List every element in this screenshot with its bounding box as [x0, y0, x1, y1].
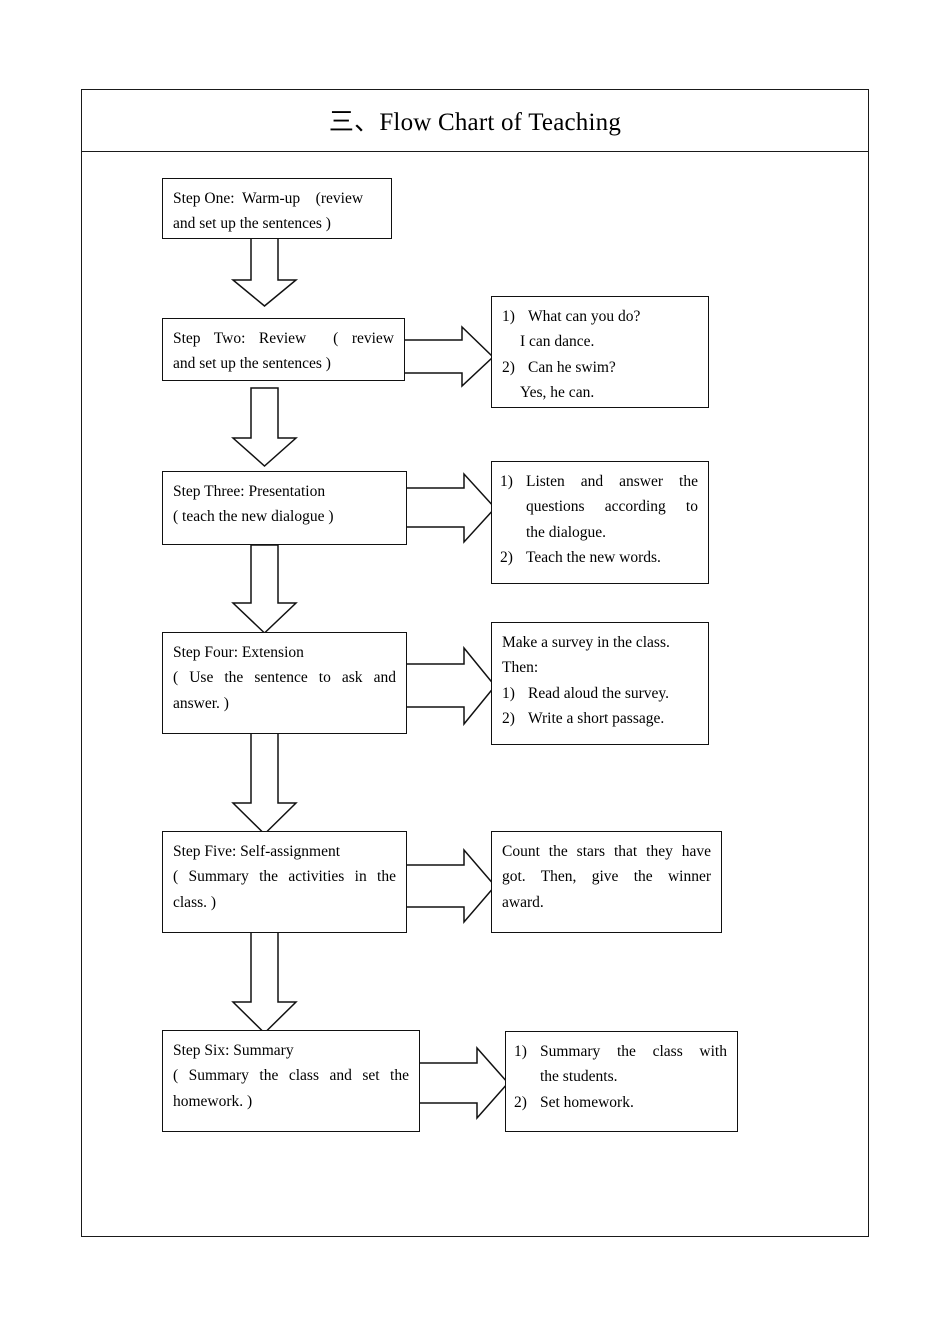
detail-line: Then:: [502, 659, 539, 677]
flow-box-line: ( Use the sentence to ask and: [173, 669, 396, 687]
list-item-text: the students.: [540, 1068, 618, 1086]
arrow-down-step-four-to-step-five: [231, 732, 298, 836]
list-item-number: 2): [500, 548, 513, 566]
list-item: 1) What can you do?: [502, 304, 698, 329]
list-item-continuation: questions according to: [500, 494, 698, 519]
detail-box-step-four[interactable]: Make a survey in the class. Then: 1) Rea…: [491, 622, 709, 745]
list-item: 2) Write a short passage.: [502, 706, 698, 731]
list-item-text: questions according to: [526, 498, 698, 516]
title-band: 三、Flow Chart of Teaching: [81, 89, 869, 152]
flow-box-line: ( Summary the class and set the: [173, 1067, 409, 1085]
arrow-down-step-three-to-step-four: [231, 544, 298, 635]
list-item-text: What can you do?: [528, 308, 641, 325]
detail-box-step-six[interactable]: 1) Summary the class with the students. …: [505, 1031, 738, 1132]
arrow-right-step-four-to-detail: [405, 645, 496, 727]
list-item-number: 2): [502, 358, 515, 376]
flow-box-step-two[interactable]: Step Two: Review ( review and set up the…: [162, 318, 405, 381]
arrow-right-step-two-to-detail: [403, 325, 495, 388]
list-item-continuation: I can dance.: [520, 333, 595, 351]
list-item-text: Write a short passage.: [528, 709, 665, 727]
flow-box-step-five[interactable]: Step Five: Self-assignment ( Summary the…: [162, 831, 407, 933]
flow-box-line: answer. ): [173, 694, 229, 712]
flow-box-step-three[interactable]: Step Three: Presentation ( teach the new…: [162, 471, 407, 545]
detail-line: Count the stars that they have: [502, 843, 711, 860]
detail-line: Make a survey in the class.: [502, 634, 670, 651]
flow-box-line: and set up the sentences ): [173, 215, 331, 233]
flow-box-step-four[interactable]: Step Four: Extension ( Use the sentence …: [162, 632, 407, 734]
list-item: 1) Read aloud the survey.: [502, 681, 698, 706]
list-item-continuation: Yes, he can.: [520, 383, 595, 401]
list-item-number: 2): [502, 709, 515, 727]
flow-box-line: Step One: Warm-up (review: [173, 190, 364, 207]
list-item-text: Read aloud the survey.: [528, 684, 670, 702]
list-item-text: Can he swim?: [528, 358, 616, 376]
flow-box-line: Step Three: Presentation: [173, 483, 326, 500]
list-item-text: Teach the new words.: [526, 548, 661, 566]
list-item-number: 2): [514, 1093, 527, 1111]
detail-box-step-five[interactable]: Count the stars that they have got. Then…: [491, 831, 722, 933]
list-item-number: 1): [502, 684, 515, 702]
flow-box-step-one[interactable]: Step One: Warm-up (review and set up the…: [162, 178, 392, 239]
list-item-number: 1): [502, 308, 515, 325]
flow-box-line: Step Two: Review ( review: [173, 330, 394, 347]
flow-box-step-six[interactable]: Step Six: Summary ( Summary the class an…: [162, 1030, 420, 1132]
arrow-down-step-five-to-step-six: [231, 929, 298, 1035]
flow-box-line: Step Five: Self-assignment: [173, 843, 341, 860]
flow-box-line: ( teach the new dialogue ): [173, 508, 334, 526]
flow-box-line: ( Summary the activities in the: [173, 868, 396, 886]
detail-box-step-two[interactable]: 1) What can you do? I can dance. 2) Can …: [491, 296, 709, 408]
list-item: 1) Listen and answer the: [500, 469, 698, 494]
list-item-text: Listen and answer the: [526, 473, 698, 490]
list-item: 1) Summary the class with: [514, 1039, 727, 1064]
list-item-continuation: the students.: [514, 1064, 727, 1089]
arrow-right-step-five-to-detail: [405, 847, 496, 925]
arrow-down-step-one-to-step-two: [230, 235, 299, 307]
flow-box-line: Step Six: Summary: [173, 1042, 294, 1059]
arrow-right-step-three-to-detail: [405, 472, 497, 544]
list-item: 2) Set homework.: [514, 1090, 727, 1115]
list-item-number: 1): [500, 473, 513, 490]
list-item-text: the dialogue.: [526, 523, 607, 541]
arrow-right-step-six-to-detail: [418, 1046, 510, 1120]
list-item-text: Summary the class with: [540, 1043, 727, 1060]
list-item-number: 1): [514, 1043, 527, 1060]
document-frame: [81, 89, 869, 1237]
detail-line: got. Then, give the winner: [502, 868, 711, 886]
detail-box-step-three[interactable]: 1) Listen and answer the questions accor…: [491, 461, 709, 584]
arrow-down-step-two-to-step-three: [231, 387, 298, 468]
list-item-continuation: the dialogue.: [500, 520, 698, 545]
flow-box-line: homework. ): [173, 1092, 253, 1110]
page-title: 三、Flow Chart of Teaching: [328, 109, 622, 136]
list-item-text: Set homework.: [540, 1093, 634, 1111]
list-item: 2) Teach the new words.: [500, 545, 698, 570]
detail-line: award.: [502, 893, 544, 911]
flow-box-line: Step Four: Extension: [173, 644, 304, 661]
flow-box-line: and set up the sentences ): [173, 355, 331, 373]
flow-box-line: class. ): [173, 893, 217, 911]
list-item: 2) Can he swim?: [502, 355, 698, 380]
